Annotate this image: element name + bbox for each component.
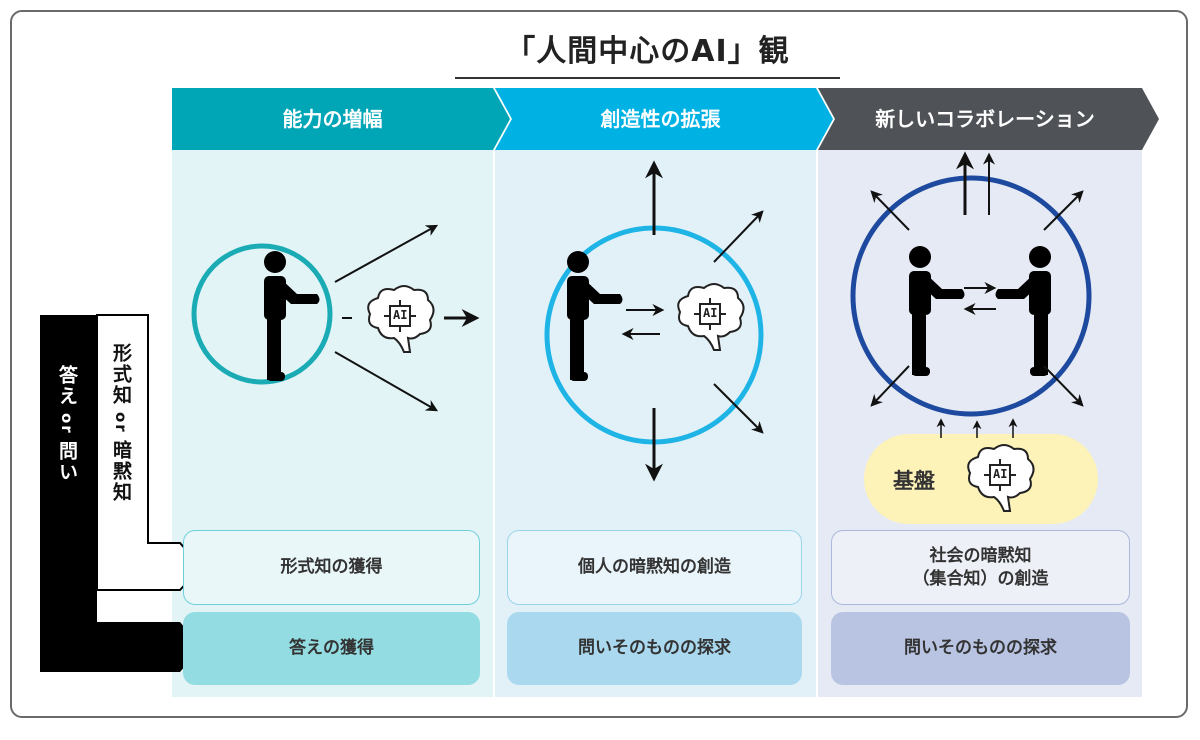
header-creativity-expansion: 創造性の拡張 xyxy=(600,107,721,131)
header-new-collaboration: 新しいコラボレーション xyxy=(875,107,1095,131)
axis-outer-top: 答え xyxy=(56,365,78,407)
axis-inner-top: 形式知 xyxy=(110,343,132,406)
diagram-title: 「人間中心のAI」観 xyxy=(505,34,790,69)
foundation-label: 基盤 xyxy=(893,469,935,493)
outer-frame xyxy=(10,10,1188,718)
header-chevron-3 xyxy=(818,88,1159,150)
box-social-tacit: 社会の暗黙知 （集合知）の創造 xyxy=(831,530,1130,605)
header-chevron-1 xyxy=(172,88,510,150)
column-1-body xyxy=(172,150,493,697)
axis-inner-or: or xyxy=(112,412,130,434)
box-answer-acquisition: 答えの獲得 xyxy=(183,612,480,685)
ai-chip-label-3: AI xyxy=(993,467,1008,481)
box-question-exploration-3: 問いそのものの探求 xyxy=(831,612,1130,685)
box-individual-tacit: 個人の暗黙知の創造 xyxy=(507,530,802,605)
axis-outer-bottom: 問い xyxy=(56,440,78,483)
axis-inner-bottom: 暗黙知 xyxy=(110,439,132,503)
ai-chip-label-1: AI xyxy=(393,308,408,322)
ai-chip-label-2: AI xyxy=(703,306,718,320)
header-ability-amplification: 能力の増幅 xyxy=(282,107,383,131)
header-chevron-2 xyxy=(495,88,833,150)
axis-outer-shape xyxy=(40,315,201,672)
axis-outer-label: 答え or 問い xyxy=(54,365,81,483)
box-question-exploration-2: 問いそのものの探求 xyxy=(507,612,802,685)
axis-inner-label: 形式知 or 暗黙知 xyxy=(108,343,135,503)
axis-outer-or: or xyxy=(58,413,76,435)
box-explicit-knowledge: 形式知の獲得 xyxy=(183,530,480,605)
title-underline xyxy=(455,77,840,79)
